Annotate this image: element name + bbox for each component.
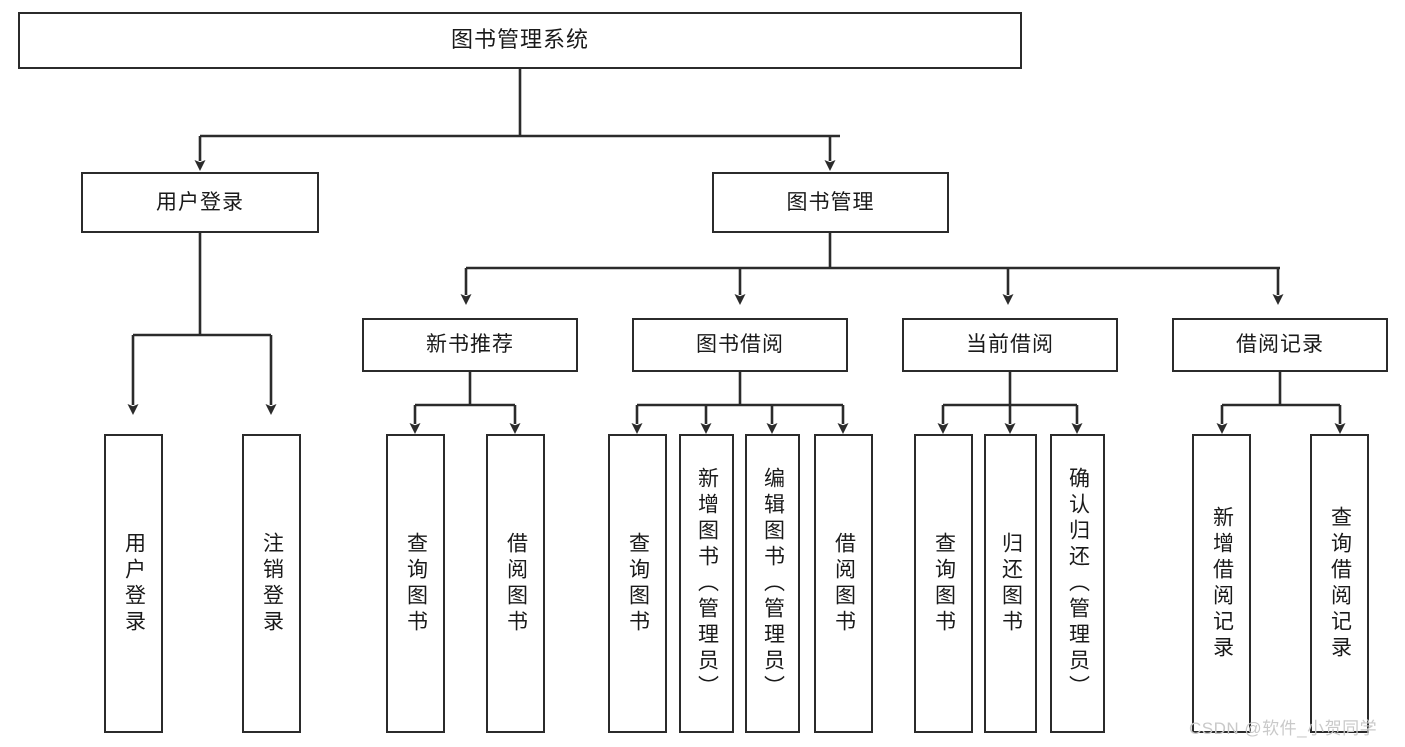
node-label: 当前借阅 — [966, 333, 1054, 357]
node-book-borrow[interactable]: 图书借阅 — [632, 318, 848, 372]
node-borrow-record[interactable]: 借阅记录 — [1172, 318, 1388, 372]
node-label: 新书推荐 — [426, 333, 514, 357]
node-label: 查询图书 — [932, 531, 956, 636]
node-label: 用户登录 — [122, 531, 146, 636]
node-label: 确认归还（管理员） — [1066, 466, 1090, 701]
csdn-watermark: CSDN @软件_小贺同学 — [1189, 719, 1378, 738]
leaf-user-logout[interactable]: 注销登录 — [242, 434, 301, 733]
node-label: 归还图书 — [999, 531, 1023, 636]
node-label: 新增借阅记录 — [1210, 505, 1234, 662]
node-label: 图书借阅 — [696, 333, 784, 357]
leaf-borrow-book-recommend[interactable]: 借阅图书 — [486, 434, 545, 733]
node-root-book-management-system[interactable]: 图书管理系统 — [18, 12, 1022, 69]
node-new-book-recommend[interactable]: 新书推荐 — [362, 318, 578, 372]
leaf-query-book-current[interactable]: 查询图书 — [914, 434, 973, 733]
node-label: 借阅记录 — [1236, 333, 1324, 357]
node-user-login[interactable]: 用户登录 — [81, 172, 319, 233]
node-label: 编辑图书（管理员） — [761, 466, 785, 701]
node-current-borrow[interactable]: 当前借阅 — [902, 318, 1118, 372]
node-label: 图书管理系统 — [450, 27, 589, 53]
node-label: 借阅图书 — [832, 531, 856, 636]
leaf-edit-book-admin[interactable]: 编辑图书（管理员） — [745, 434, 800, 733]
node-label: 查询图书 — [626, 531, 650, 636]
leaf-query-borrow-record[interactable]: 查询借阅记录 — [1310, 434, 1369, 733]
leaf-borrow-book[interactable]: 借阅图书 — [814, 434, 873, 733]
node-label: 用户登录 — [156, 190, 244, 214]
leaf-confirm-return-admin[interactable]: 确认归还（管理员） — [1050, 434, 1105, 733]
node-label: 查询图书 — [404, 531, 428, 636]
node-label: 注销登录 — [260, 531, 284, 636]
node-label: 借阅图书 — [504, 531, 528, 636]
node-book-management[interactable]: 图书管理 — [712, 172, 949, 233]
leaf-query-book-recommend[interactable]: 查询图书 — [386, 434, 445, 733]
leaf-add-book-admin[interactable]: 新增图书（管理员） — [679, 434, 734, 733]
node-label: 查询借阅记录 — [1328, 505, 1352, 662]
leaf-query-book-borrow[interactable]: 查询图书 — [608, 434, 667, 733]
leaf-user-login[interactable]: 用户登录 — [104, 434, 163, 733]
leaf-return-book[interactable]: 归还图书 — [984, 434, 1037, 733]
node-label: 新增图书（管理员） — [695, 466, 719, 701]
node-label: 图书管理 — [786, 190, 875, 214]
leaf-add-borrow-record[interactable]: 新增借阅记录 — [1192, 434, 1251, 733]
